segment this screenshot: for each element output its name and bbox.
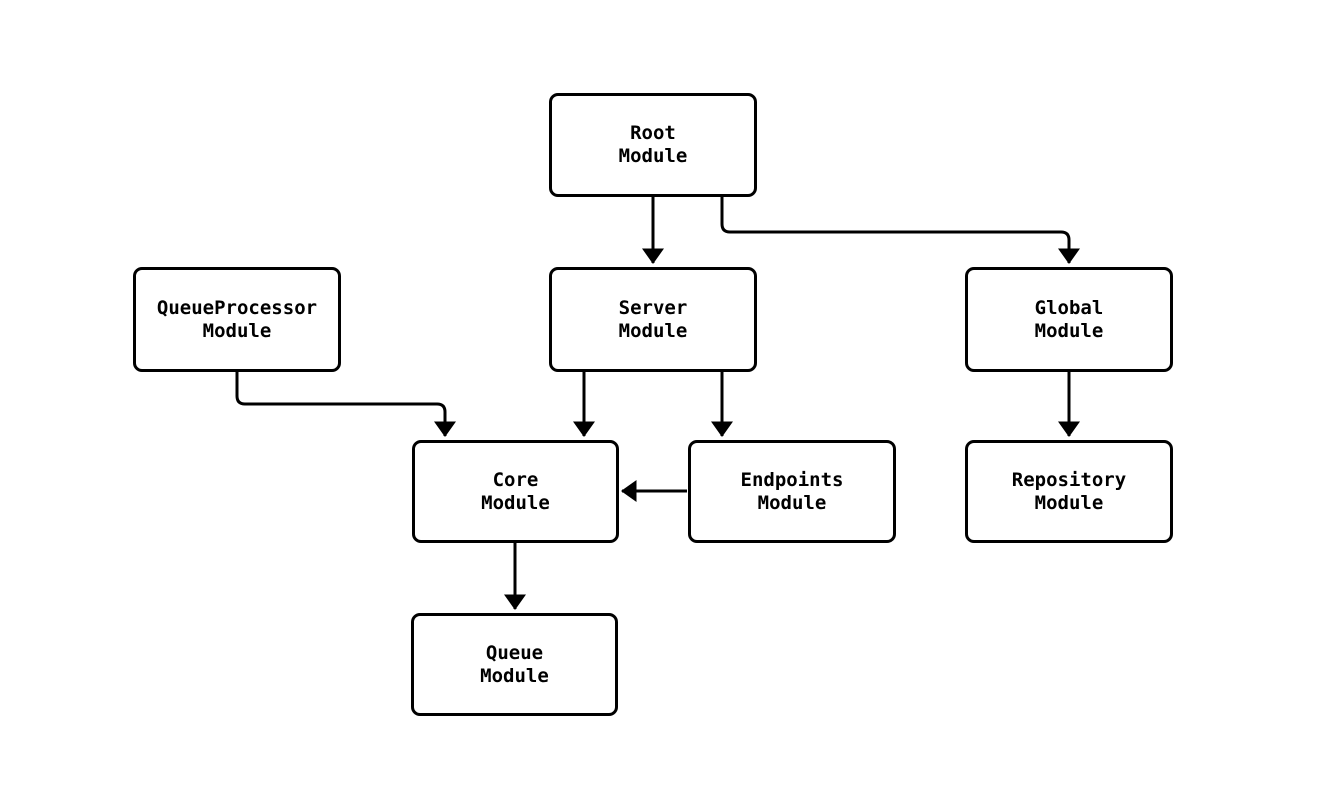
- node-global-module-label: Global Module: [1034, 296, 1104, 342]
- node-repository-module-label: Repository Module: [1011, 468, 1127, 514]
- node-queueprocessor-module: QueueProcessor Module: [133, 267, 341, 372]
- node-queue-module: Queue Module: [411, 613, 618, 716]
- node-server-module-label: Server Module: [618, 296, 688, 342]
- node-root-module-label: Root Module: [618, 122, 688, 167]
- node-queueprocessor-module-label: QueueProcessor Module: [156, 296, 318, 342]
- node-endpoints-module-label: Endpoints Module: [740, 468, 844, 514]
- edge-root-to-global: [720, 197, 1080, 264]
- edge-queueprocessor-to-core: [235, 372, 456, 437]
- node-endpoints-module: Endpoints Module: [688, 440, 896, 543]
- node-queue-module-label: Queue Module: [480, 641, 549, 687]
- node-server-module: Server Module: [549, 267, 757, 372]
- node-core-module-label: Core Module: [481, 468, 550, 514]
- node-core-module: Core Module: [412, 440, 619, 543]
- node-global-module: Global Module: [965, 267, 1173, 372]
- node-repository-module: Repository Module: [965, 440, 1173, 543]
- node-root-module: Root Module: [549, 93, 757, 197]
